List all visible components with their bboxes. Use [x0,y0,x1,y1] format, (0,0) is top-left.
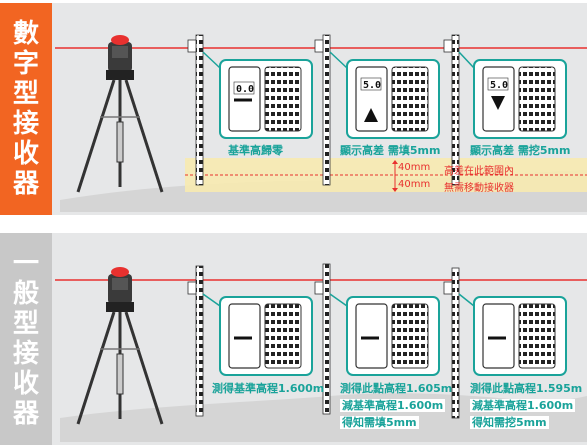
zone-lower-text: 無需移動接收器 [444,183,514,194]
caption-result-cut: 得知需挖5mm [470,416,549,429]
lcd-readout-1: 0.0 [236,84,255,95]
caption-subtract-1: 減基準高程1.600m [340,399,446,412]
callout-5 [329,293,440,376]
staff-5 [314,263,331,415]
lcd-readout-3: 5.0 [490,80,509,91]
staff-1 [187,34,204,186]
label-char: 器 [12,399,39,429]
label-char: 接 [12,339,39,369]
zone-upper-text: 高差在此範圍內 [444,166,514,177]
label-char: 般 [12,279,39,309]
staff-4 [187,265,204,417]
label-char: 數 [12,19,39,49]
callout-3 [458,51,567,139]
callout-1 [202,51,313,139]
caption-point-elevation-2: 測得此點高程1.595m [470,382,583,395]
digital-scene [55,33,587,212]
caption-subtract-2: 減基準高程1.600m [470,399,576,412]
lcd-readout-2: 5.0 [363,80,382,91]
caption-cut-5mm: 顯示高差 需挖5mm [470,144,571,157]
caption-fill-5mm: 顯示高差 需填5mm [340,144,441,157]
label-char: 接 [12,109,39,139]
zone-lower-value: 40mm [398,179,431,190]
staff-2 [314,34,331,186]
label-char: 收 [12,369,39,399]
zone-upper-value: 40mm [398,162,431,173]
callout-2 [329,51,440,139]
caption-zero-reference: 基準高歸零 [228,144,283,157]
caption-reference-elevation: 測得基準高程1.600m [212,382,325,395]
label-char: 一 [12,249,39,279]
label-char: 型 [12,79,39,109]
digital-receiver-label: 數 字 型 接 收 器 [0,3,52,215]
general-scene [55,263,587,442]
staff-6 [443,267,460,419]
label-char: 型 [12,309,39,339]
callout-6 [458,293,567,376]
caption-result-fill: 得知需填5mm [340,416,419,429]
callout-4 [202,293,313,376]
label-char: 字 [12,49,39,79]
caption-point-elevation-1: 測得此點高程1.605m [340,382,453,395]
label-char: 收 [12,139,39,169]
label-char: 器 [12,169,39,199]
general-receiver-label: 一 般 型 接 收 器 [0,233,52,445]
staff-3 [443,34,460,186]
